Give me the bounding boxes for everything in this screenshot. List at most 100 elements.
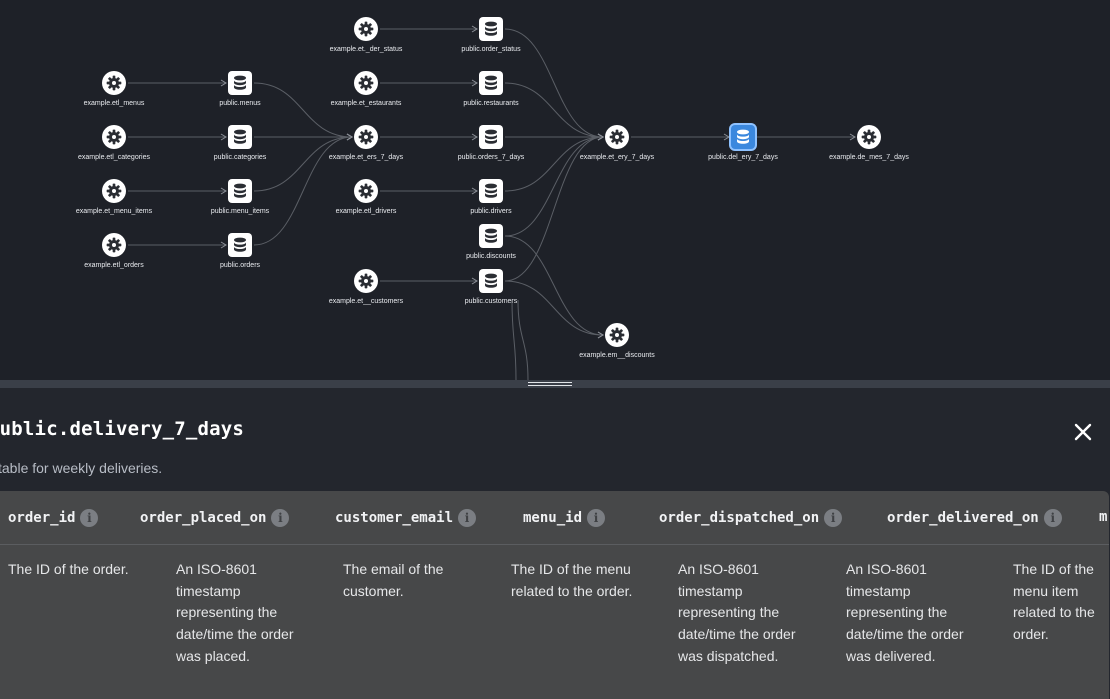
gear-icon bbox=[102, 71, 126, 95]
database-icon bbox=[479, 269, 503, 293]
column-description: The email of the customer. bbox=[343, 561, 444, 599]
job-node-email-discounts[interactable]: example.em__discounts bbox=[537, 323, 697, 360]
database-icon bbox=[731, 125, 755, 149]
info-icon[interactable]: i bbox=[1043, 509, 1062, 527]
node-label: example.et_ery_7_days bbox=[579, 154, 655, 161]
job-node-orders-7-days[interactable]: example.et_ers_7_days bbox=[286, 125, 446, 162]
dataset-node-discounts[interactable]: public.discounts bbox=[411, 224, 571, 261]
node-label: example.et__customers bbox=[328, 298, 404, 305]
edge-arrowhead bbox=[471, 133, 478, 141]
gear-icon bbox=[857, 125, 881, 149]
dataset-details-panel: public.delivery_7_days table for weekly … bbox=[0, 388, 1110, 699]
dataset-node-delivery-7-days[interactable]: public.del_ery_7_days bbox=[663, 125, 823, 162]
dataset-node-customers[interactable]: public.customers bbox=[411, 269, 571, 306]
lineage-graph[interactable]: example.et._der_status public.order_statu… bbox=[0, 0, 1110, 380]
edge-arrowhead bbox=[220, 187, 227, 195]
database-icon bbox=[479, 17, 503, 41]
database-icon bbox=[479, 224, 503, 248]
node-label: public.restaurants bbox=[463, 100, 519, 107]
dataset-node-menu-items[interactable]: public.menu_items bbox=[160, 179, 320, 216]
edge-dataset-node-discounts-to-job-node-email-discounts bbox=[504, 235, 604, 336]
edge-dataset-node-menu-items-to-job-node-orders-7-days bbox=[253, 136, 353, 192]
database-icon bbox=[479, 179, 503, 203]
job-node-drivers[interactable]: example.etl_drivers bbox=[286, 179, 446, 216]
job-node-customers[interactable]: example.et__customers bbox=[286, 269, 446, 306]
close-icon bbox=[1074, 423, 1092, 441]
node-label: public.drivers bbox=[470, 208, 512, 215]
column-description: An ISO-8601 timestamp representing the d… bbox=[846, 561, 964, 664]
dataset-node-categories[interactable]: public.categories bbox=[160, 125, 320, 162]
dataset-node-restaurants[interactable]: public.restaurants bbox=[411, 71, 571, 108]
edge-arrowhead bbox=[471, 79, 478, 87]
info-icon[interactable]: i bbox=[80, 509, 99, 527]
column-name: customer_email bbox=[335, 510, 454, 526]
edge-arrowhead bbox=[723, 133, 730, 141]
gear-icon bbox=[354, 71, 378, 95]
lineage-edges bbox=[127, 25, 856, 380]
database-icon bbox=[228, 71, 252, 95]
column-description: An ISO-8601 timestamp representing the d… bbox=[176, 561, 294, 664]
info-icon[interactable]: i bbox=[271, 509, 290, 527]
edge-arrowhead bbox=[471, 187, 478, 195]
edge-arrowhead bbox=[597, 331, 604, 339]
edge-dataset-node-orders-to-job-node-orders-7-days bbox=[253, 136, 353, 246]
edge-dataset-node-customers-to-job-node-email-discounts bbox=[504, 280, 604, 336]
node-label: example.et_estaurants bbox=[330, 100, 402, 107]
info-icon[interactable]: i bbox=[824, 509, 843, 527]
node-label: public.discounts bbox=[466, 253, 516, 260]
column-description: An ISO-8601 timestamp representing the d… bbox=[678, 561, 796, 664]
close-button[interactable] bbox=[1071, 420, 1095, 444]
dataset-node-drivers[interactable]: public.drivers bbox=[411, 179, 571, 216]
column-description: The ID of the order. bbox=[8, 561, 129, 577]
job-node-menu-items[interactable]: example.et_menu_items bbox=[34, 179, 194, 216]
job-node-delivery-7-days[interactable]: example.et_ery_7_days bbox=[537, 125, 697, 162]
node-label: example.etl_orders bbox=[84, 262, 144, 269]
dataset-node-menus[interactable]: public.menus bbox=[160, 71, 320, 108]
node-label: public.menu_items bbox=[210, 208, 270, 215]
info-icon[interactable]: i bbox=[587, 509, 606, 527]
edge-dataset-node-customers-to-job-node-delivery-7-days bbox=[504, 136, 604, 282]
node-label: example.et_menu_items bbox=[75, 208, 153, 215]
dataset-node-order-status[interactable]: public.order_status bbox=[411, 17, 571, 54]
job-node-delivery-times-7-days[interactable]: example.de_mes_7_days bbox=[789, 125, 949, 162]
job-node-orders[interactable]: example.etl_orders bbox=[34, 233, 194, 270]
edge-arrowhead bbox=[220, 133, 227, 141]
gear-icon bbox=[102, 179, 126, 203]
database-icon bbox=[479, 125, 503, 149]
node-label: public.order_status bbox=[461, 46, 521, 53]
node-label: example.de_mes_7_days bbox=[829, 154, 909, 161]
database-icon bbox=[479, 71, 503, 95]
dataset-node-orders-7-days[interactable]: public.orders_7_days bbox=[411, 125, 571, 162]
column-name: m bbox=[1099, 509, 1108, 525]
column-description: The ID of the menu item related to the o… bbox=[1013, 561, 1095, 643]
gear-icon bbox=[605, 125, 629, 149]
job-node-restaurants[interactable]: example.et_estaurants bbox=[286, 71, 446, 108]
node-label: public.customers bbox=[464, 298, 518, 305]
job-node-categories[interactable]: example.etl_categories bbox=[34, 125, 194, 162]
job-node-menus[interactable]: example.etl_menus bbox=[34, 71, 194, 108]
gear-icon bbox=[354, 269, 378, 293]
resize-handle[interactable] bbox=[528, 381, 572, 387]
column-header-m: m bbox=[1099, 509, 1107, 525]
edge-arrowhead bbox=[471, 277, 478, 285]
header-divider bbox=[0, 544, 1109, 545]
panel-divider bbox=[0, 380, 1110, 388]
database-icon bbox=[228, 125, 252, 149]
dataset-node-orders[interactable]: public.orders bbox=[160, 233, 320, 270]
edge-dataset-node-drivers-to-job-node-delivery-7-days bbox=[504, 136, 604, 192]
column-name: order_id bbox=[8, 510, 76, 526]
info-icon[interactable]: i bbox=[458, 509, 477, 527]
job-node-order-status[interactable]: example.et._der_status bbox=[286, 17, 446, 54]
dataset-description: table for weekly deliveries. bbox=[0, 460, 163, 476]
edge-arrowhead bbox=[849, 133, 856, 141]
node-label: example.etl_menus bbox=[83, 100, 145, 107]
edge-arrowhead bbox=[346, 133, 353, 141]
column-name: order_placed_on bbox=[140, 510, 267, 526]
edge-dataset-node-menus-to-job-node-orders-7-days bbox=[253, 82, 353, 138]
